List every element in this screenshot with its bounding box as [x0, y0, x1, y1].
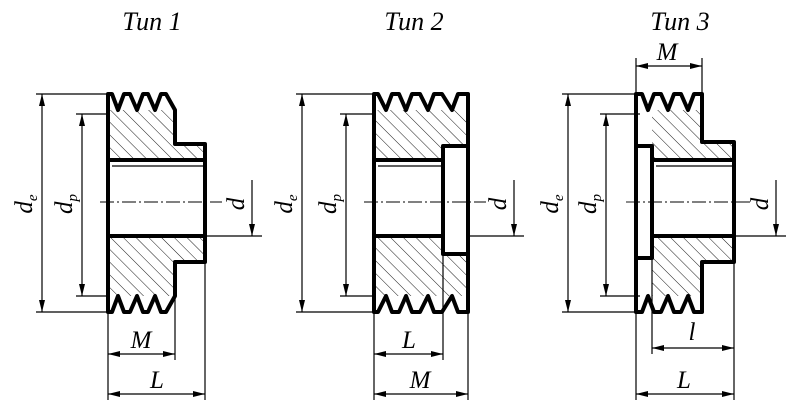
figure-title: Тип 3: [650, 7, 709, 36]
label-dp: dp: [575, 194, 605, 215]
section-upper: [108, 110, 205, 160]
label-d: d: [223, 197, 250, 210]
section-lower: [108, 236, 205, 296]
label-L: L: [149, 367, 164, 394]
label-de: de: [537, 194, 567, 214]
label-de: de: [271, 194, 301, 214]
label-M: M: [130, 327, 153, 354]
section-upper: [374, 110, 468, 160]
label-l: l: [689, 319, 696, 346]
figure-title: Тип 2: [384, 7, 443, 36]
label-L: L: [676, 367, 691, 394]
hub-bore: [441, 144, 470, 256]
figure-type-3: Тип 3 de dp d M l L: [537, 7, 786, 400]
label-d: d: [485, 197, 512, 210]
label-L: L: [401, 327, 416, 354]
label-M: M: [409, 367, 432, 394]
label-d: d: [747, 197, 774, 210]
label-de: de: [11, 194, 41, 214]
label-dp: dp: [51, 194, 81, 215]
section-lower: [652, 236, 734, 296]
section-lower: [374, 236, 468, 296]
label-dp: dp: [315, 194, 345, 215]
figure-type-1: Тип 1 de dp d M L: [11, 7, 262, 400]
figure-type-2: Тип 2 de dp d L M: [271, 7, 524, 400]
section-upper: [652, 110, 734, 160]
figure-title: Тип 1: [122, 7, 181, 36]
label-M: M: [656, 39, 679, 66]
